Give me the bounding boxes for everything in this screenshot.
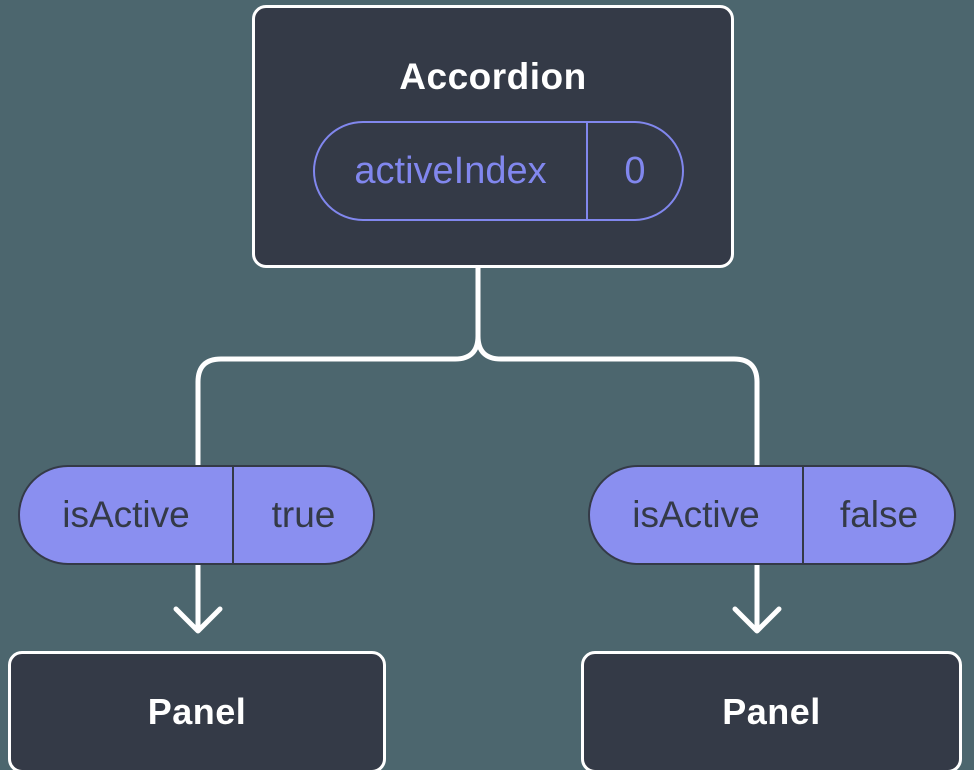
connector-left-branch xyxy=(195,265,481,632)
active-index-state-pill: activeIndex 0 xyxy=(313,121,684,221)
arrowhead-left-icon xyxy=(173,606,223,634)
arrowhead-right-icon xyxy=(732,606,782,634)
prop-pill-label: isActive xyxy=(590,467,804,563)
panel-node-right: Panel xyxy=(581,651,962,770)
is-active-pill-false: isActive false xyxy=(588,465,956,565)
accordion-node-title: Accordion xyxy=(399,56,587,97)
panel-node-title: Panel xyxy=(722,691,821,732)
prop-pill-value: false xyxy=(839,494,919,535)
panel-node-title: Panel xyxy=(147,691,247,732)
accordion-node: Accordion activeIndex 0 xyxy=(252,5,734,268)
prop-pill-label: isActive xyxy=(20,467,234,563)
connector-right-branch xyxy=(475,265,760,632)
prop-pill-value: true xyxy=(271,494,336,535)
is-active-pill-true: isActive true xyxy=(18,465,375,565)
state-pill-value: 0 xyxy=(624,149,646,192)
state-pill-label: activeIndex xyxy=(315,123,588,219)
panel-node-left: Panel xyxy=(8,651,386,770)
